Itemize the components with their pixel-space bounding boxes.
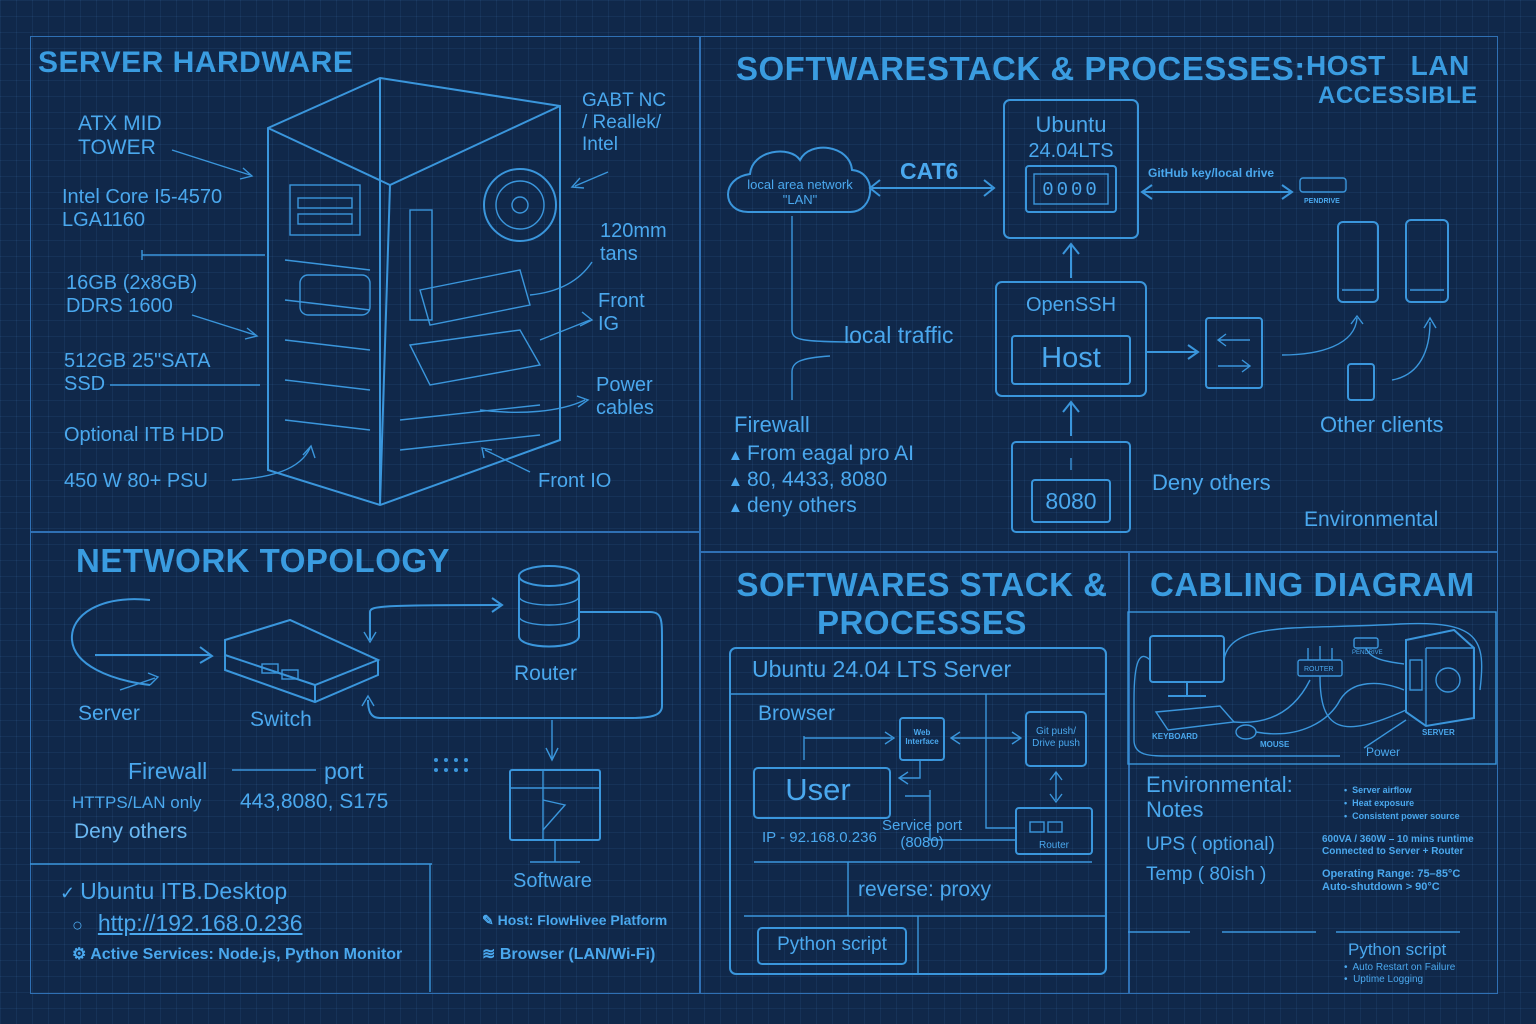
- nic-label: GABT NC / Reallek/ Intel: [582, 90, 667, 155]
- firewall-item-2: ▲ deny others: [728, 494, 857, 517]
- fans-label: 120mm tans: [600, 220, 667, 265]
- cabling-title: CABLING DIAGRAM: [1150, 566, 1475, 603]
- environmental-label: Environmental: [1304, 508, 1439, 531]
- panel-network: [30, 532, 700, 994]
- services-row: ⚙ Active Services: Node.js, Python Monit…: [72, 946, 403, 963]
- port-box-label: 8080: [1045, 488, 1097, 514]
- web-interface-label: Web Interface: [905, 728, 939, 747]
- https-label: HTTPS/LAN only: [72, 793, 202, 812]
- git-push-label: Git push/ Drive push: [1032, 726, 1080, 749]
- ups-label: UPS ( optional): [1146, 834, 1275, 855]
- ups-note: 600VA / 360W – 10 mins runtime Connected…: [1322, 834, 1474, 857]
- temp-label: Temp ( 80ish ): [1146, 864, 1267, 885]
- ssd-label: 512GB 25"SATA SSD: [64, 350, 211, 395]
- software-top-drawing: [727, 99, 1449, 533]
- network-port-label: port: [324, 758, 364, 784]
- power-cable-label: Power: [1366, 745, 1401, 759]
- case-label: ATX MID TOWER: [78, 112, 162, 160]
- front-ig-label: Front IG: [598, 290, 645, 335]
- panel-cabling: [1128, 552, 1498, 994]
- host-label: Host: [1041, 342, 1101, 374]
- panel-software-top: [700, 36, 1498, 552]
- accessible-label: ACCESSIBLE: [1318, 82, 1478, 109]
- warning-icon: ▲: [728, 499, 748, 516]
- server-node-label: Server: [78, 702, 140, 725]
- ubuntu-server-label: Ubuntu 24.04 LTS Server: [752, 656, 1012, 682]
- pendrive-label: PENDRIVE: [1304, 198, 1340, 205]
- cat6-label: CAT6: [900, 158, 959, 184]
- network-deny-label: Deny others: [74, 820, 188, 843]
- python-script-label: Python script: [777, 934, 887, 955]
- software-node-label: Software: [513, 870, 592, 892]
- front-io-label: Front IO: [538, 470, 612, 492]
- gear-icon: ⚙: [72, 946, 91, 963]
- desktop-row: ✓ Ubuntu ITB.Desktop: [60, 878, 288, 904]
- env-note-1: • Heat exposure: [1344, 798, 1415, 808]
- host-platform-row: ✎ Host: FlowHivee Platform: [482, 912, 668, 928]
- local-traffic-label: local traffic: [844, 322, 954, 348]
- server-tower-sketch: [267, 76, 561, 507]
- host-lan-label: HOST LAN: [1306, 50, 1470, 81]
- panel-software-bottom: [700, 552, 1130, 994]
- fingerprint-icon: ✎: [482, 912, 498, 928]
- temp-note: Operating Range: 75–85°C Auto-shutdown >…: [1322, 868, 1461, 893]
- router-node-label: Router: [514, 662, 578, 685]
- browser-label: Browser: [758, 702, 836, 725]
- screen-code: 0000: [1042, 179, 1100, 201]
- router-box-label: Router: [1038, 840, 1069, 851]
- panel-hardware: [30, 36, 700, 532]
- keyboard-label: KEYBOARD: [1152, 732, 1198, 741]
- ip-label: IP - 92.168.0.236: [762, 829, 877, 846]
- warning-icon: ▲: [728, 447, 748, 464]
- network-title: NETWORK TOPOLOGY: [76, 542, 451, 579]
- psu-label: 450 W 80+ PSU: [64, 470, 208, 492]
- cabling-drawing: [1127, 611, 1497, 933]
- ram-label: 16GB (2x8GB) DDRS 1600: [66, 272, 198, 317]
- hardware-title: SERVER HARDWARE: [38, 46, 354, 79]
- server-cable-label: SERVER: [1422, 728, 1455, 737]
- software-bottom-drawing: [729, 647, 1107, 975]
- python-note-1: • Uptime Logging: [1344, 974, 1424, 985]
- cpu-label: Intel Core I5-4570 LGA1160: [62, 186, 223, 231]
- lan-cloud-label: local area network "LAN": [747, 177, 853, 207]
- openssh-label: OpenSSH: [1025, 294, 1117, 316]
- network-firewall-label: Firewall: [128, 758, 208, 784]
- hdd-label: Optional ITB HDD: [64, 424, 225, 446]
- env-notes-title: Environmental: Notes: [1146, 772, 1293, 823]
- firewall-item-0: ▲ From eagal pro AI: [728, 442, 914, 465]
- env-note-2: • Consistent power source: [1344, 811, 1460, 821]
- network-drawing: [30, 565, 663, 992]
- service-port-label: Service port (8080): [882, 817, 963, 852]
- power-cables-label: Power cables: [596, 374, 654, 419]
- dot-grid-icon: [434, 758, 468, 772]
- router-cable-label: ROUTER: [1304, 666, 1334, 673]
- firewall-item-1: ▲ 80, 4433, 8080: [728, 468, 888, 491]
- globe-icon: ○: [72, 915, 88, 935]
- mouse-label: MOUSE: [1260, 740, 1290, 749]
- switch-node-label: Switch: [250, 708, 312, 731]
- pendrive-cable-label: PENDRIVE: [1352, 650, 1383, 656]
- server-url-link[interactable]: http://192.168.0.236: [97, 910, 303, 936]
- env-note-0: • Server airflow: [1344, 785, 1412, 795]
- python-note-0: • Auto Restart on Failure: [1344, 962, 1456, 973]
- url-row: ○ http://192.168.0.236: [72, 910, 303, 936]
- browser-row: ≋ Browser (LAN/Wi-Fi): [482, 946, 656, 963]
- reverse-proxy-label: reverse: proxy: [858, 878, 992, 901]
- user-label: User: [785, 772, 851, 807]
- ubuntu-label: Ubuntu: [1035, 112, 1107, 137]
- github-label: GitHub key/local drive: [1148, 166, 1275, 180]
- ports-label: 443,8080, S175: [240, 790, 389, 813]
- hand-icon: ✓: [60, 883, 81, 903]
- software-top-title: SOFTWARESTACK & PROCESSES:: [736, 50, 1306, 87]
- ubuntu-version: 24.04LTS: [1028, 140, 1114, 162]
- wifi-icon: ≋: [482, 946, 500, 963]
- firewall-label: Firewall: [734, 412, 810, 437]
- deny-others-label: Deny others: [1152, 470, 1271, 495]
- other-clients-label: Other clients: [1320, 412, 1444, 437]
- software-bottom-title: SOFTWARES STACK & PROCESSES: [736, 566, 1108, 641]
- hardware-arrows: [110, 149, 609, 481]
- cabling-python-label: Python script: [1348, 940, 1447, 959]
- warning-icon: ▲: [728, 473, 748, 490]
